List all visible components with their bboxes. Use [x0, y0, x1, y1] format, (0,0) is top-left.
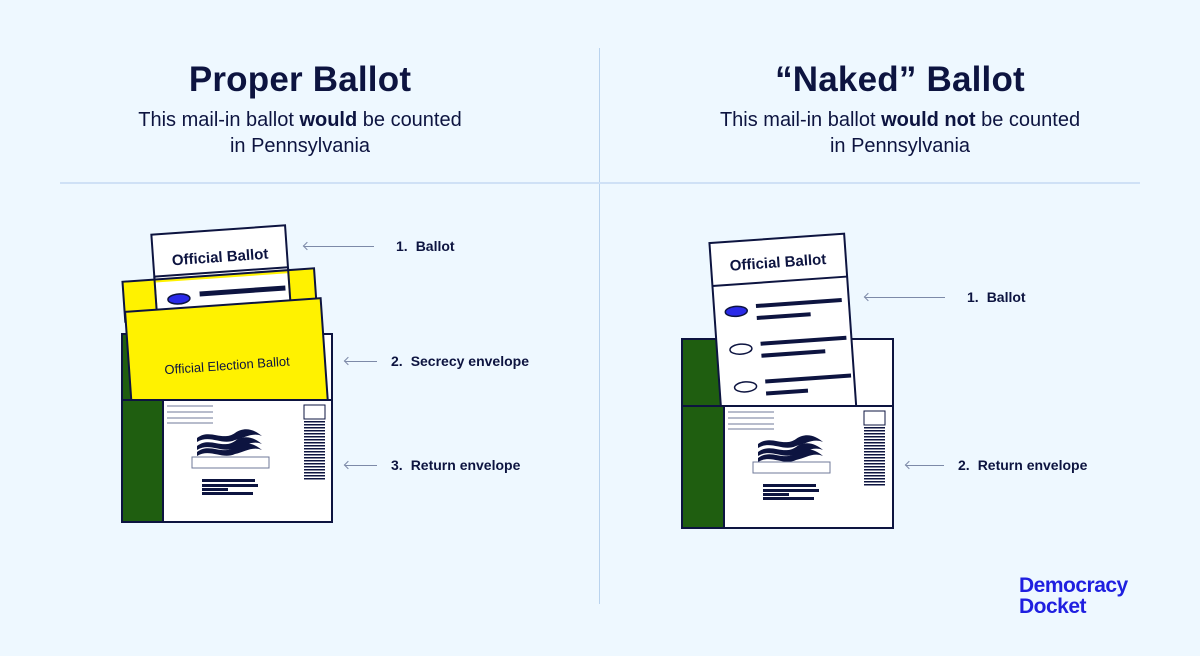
subtitle-text: be counted	[975, 109, 1081, 131]
ballot-header: Official Ballot	[729, 251, 827, 275]
callout-label: Ballot	[415, 238, 455, 254]
naked-ballot-panel: “Naked” Ballot This mail-in ballot would…	[600, 0, 1200, 656]
return-envelope	[681, 405, 894, 529]
callout-label: Secrecy envelope	[410, 353, 529, 369]
callout-number: 2.	[958, 457, 970, 473]
filled-oval	[724, 305, 749, 318]
arrow-left-icon	[345, 360, 377, 362]
proper-ballot-illustration: Official Ballot Official Election Ballot	[121, 224, 333, 523]
empty-oval	[733, 381, 758, 393]
panel-title: “Naked” Ballot	[775, 60, 1025, 99]
democracy-docket-logo: Democracy Docket	[1019, 575, 1128, 617]
logo-line-2: Docket	[1019, 595, 1087, 618]
subtitle-text: in Pennsylvania	[229, 135, 371, 157]
naked-ballot-illustration: Official Ballot	[681, 232, 894, 529]
return-envelope	[121, 399, 333, 523]
callout-secrecy-envelope: 2. Secrecy envelope	[345, 353, 529, 369]
callout-number: 1.	[967, 289, 979, 305]
panel-title: Proper Ballot	[188, 60, 412, 99]
arrow-left-icon	[865, 296, 945, 298]
subtitle-emphasis: would not	[881, 109, 976, 131]
empty-oval	[729, 343, 753, 355]
callout-label: Return envelope	[977, 457, 1088, 473]
callout-number: 2.	[391, 353, 403, 369]
callout-ballot: 1. Ballot	[304, 238, 455, 254]
callout-return-envelope: 2. Return envelope	[906, 457, 1087, 473]
subtitle-emphasis: would	[299, 109, 358, 131]
panel-subtitle: This mail-in ballot would be counted in …	[0, 107, 600, 159]
arrow-left-icon	[304, 245, 374, 247]
subtitle-text: This mail-in ballot	[138, 109, 300, 131]
arrow-left-icon	[345, 464, 377, 466]
subtitle-text: in Pennsylvania	[829, 135, 971, 157]
callout-number: 1.	[396, 238, 408, 254]
secrecy-envelope: Official Election Ballot	[124, 297, 330, 421]
callout-label: Ballot	[986, 289, 1026, 305]
ballot-header: Official Ballot	[171, 246, 269, 270]
ballot: Official Ballot	[708, 232, 858, 419]
arrow-left-icon	[906, 464, 944, 466]
callout-label: Return envelope	[410, 457, 521, 473]
callout-number: 3.	[391, 457, 403, 473]
logo-line-1: Democracy	[1019, 574, 1128, 597]
subtitle-text: This mail-in ballot	[719, 109, 882, 131]
horizontal-divider	[60, 182, 1140, 184]
vertical-divider	[599, 48, 600, 604]
subtitle-text: be counted	[357, 109, 462, 131]
panel-subtitle: This mail-in ballot would not be counted…	[600, 107, 1200, 159]
callout-return-envelope: 3. Return envelope	[345, 457, 520, 473]
callout-ballot: 1. Ballot	[865, 289, 1026, 305]
proper-ballot-panel: Proper Ballot This mail-in ballot would …	[0, 0, 600, 656]
